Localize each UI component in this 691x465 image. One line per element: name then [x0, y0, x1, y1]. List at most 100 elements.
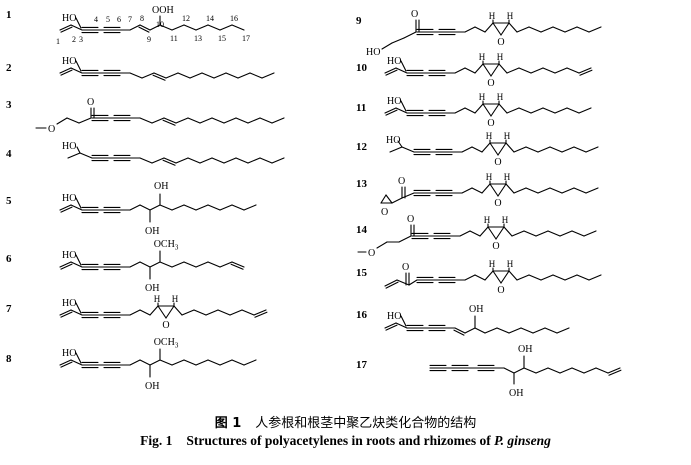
bond — [66, 117, 80, 124]
bond — [70, 204, 83, 211]
epoxide-oxygen-label: O — [497, 37, 504, 48]
bond — [395, 322, 408, 329]
bond — [129, 72, 143, 79]
bond — [516, 26, 530, 33]
atom-number: 15 — [218, 34, 226, 43]
bond — [183, 261, 197, 268]
bond — [129, 359, 141, 366]
bond — [461, 146, 473, 153]
epoxide-oxygen-label: O — [162, 320, 169, 331]
bond — [454, 107, 466, 114]
bond — [464, 67, 476, 74]
bond — [59, 24, 72, 31]
bond — [484, 270, 494, 281]
double-bond-line — [60, 311, 73, 318]
bond — [59, 359, 72, 366]
bond — [223, 157, 237, 164]
hydrogen-label: H — [507, 259, 514, 269]
methoxy-label: OCH3 — [154, 239, 179, 252]
compound-number-5: 5 — [6, 195, 12, 207]
hydroxyl-label: HO — [366, 47, 380, 58]
hydroxyl-label: HO — [387, 311, 401, 322]
bond — [474, 63, 484, 74]
bond — [549, 187, 563, 194]
atom-number: 7 — [128, 15, 132, 24]
double-bond-line — [579, 69, 593, 76]
hydroxyl-label: OH — [145, 283, 159, 294]
bond — [547, 367, 561, 374]
bond — [385, 194, 393, 204]
bond — [59, 204, 72, 211]
bond — [471, 146, 483, 153]
bond — [461, 187, 473, 194]
bond — [149, 261, 161, 268]
bond — [573, 146, 587, 153]
hydrogen-label: H — [154, 294, 161, 304]
bond — [70, 67, 83, 74]
atom-number: 4 — [94, 15, 98, 24]
bond — [79, 152, 93, 159]
bond — [474, 327, 486, 334]
bond — [195, 359, 209, 366]
hydrogen-label: H — [502, 215, 509, 225]
bond — [585, 146, 599, 153]
bond — [552, 26, 566, 33]
bond — [498, 103, 508, 114]
bond — [261, 72, 275, 79]
bond — [398, 235, 412, 243]
bond — [578, 107, 592, 114]
bond — [231, 204, 245, 211]
bond — [497, 183, 507, 197]
bond — [187, 117, 201, 124]
ether-oxygen-label: O — [368, 248, 375, 259]
atom-number: 13 — [194, 34, 202, 43]
bond — [474, 274, 486, 281]
double-bond-line — [385, 109, 398, 116]
bond — [237, 72, 251, 79]
bond — [159, 359, 173, 366]
bond — [559, 367, 573, 374]
compound-number-13: 13 — [356, 178, 368, 190]
bond — [231, 359, 245, 366]
bond — [163, 117, 177, 124]
compound-number-7: 7 — [6, 303, 12, 315]
bond — [149, 305, 159, 316]
bond — [219, 261, 233, 268]
bond — [561, 187, 575, 194]
bond — [566, 107, 580, 114]
double-bond-line — [60, 69, 73, 76]
ether-oxygen-label: O — [48, 124, 55, 135]
atom-number: 10 — [156, 20, 164, 29]
bond — [384, 67, 397, 74]
bond — [516, 274, 530, 281]
bond — [530, 107, 544, 114]
compound-number-3: 3 — [6, 99, 12, 111]
bond — [513, 187, 527, 194]
bond — [571, 230, 585, 237]
caption-text-cn: 人参根和根茎中聚乙炔类化合物的结构 — [255, 416, 477, 431]
bond — [503, 367, 515, 374]
bond — [75, 197, 82, 209]
bond — [219, 359, 233, 366]
bond — [583, 230, 597, 237]
bond — [223, 117, 237, 124]
bond — [241, 309, 255, 316]
bond — [165, 305, 175, 319]
bond — [173, 305, 183, 316]
bond — [139, 261, 151, 268]
bond — [229, 309, 243, 316]
bond — [464, 26, 476, 33]
hydroxyl-label: OH — [154, 181, 168, 192]
bond — [70, 309, 83, 316]
atom-number: 14 — [206, 14, 214, 23]
double-bond-line — [385, 281, 399, 289]
bond — [129, 309, 141, 316]
bond — [511, 230, 525, 237]
bond — [75, 254, 82, 266]
bond — [583, 367, 597, 374]
hydrogen-label: H — [497, 52, 504, 62]
double-bond-line — [60, 263, 73, 270]
bond — [607, 367, 621, 374]
